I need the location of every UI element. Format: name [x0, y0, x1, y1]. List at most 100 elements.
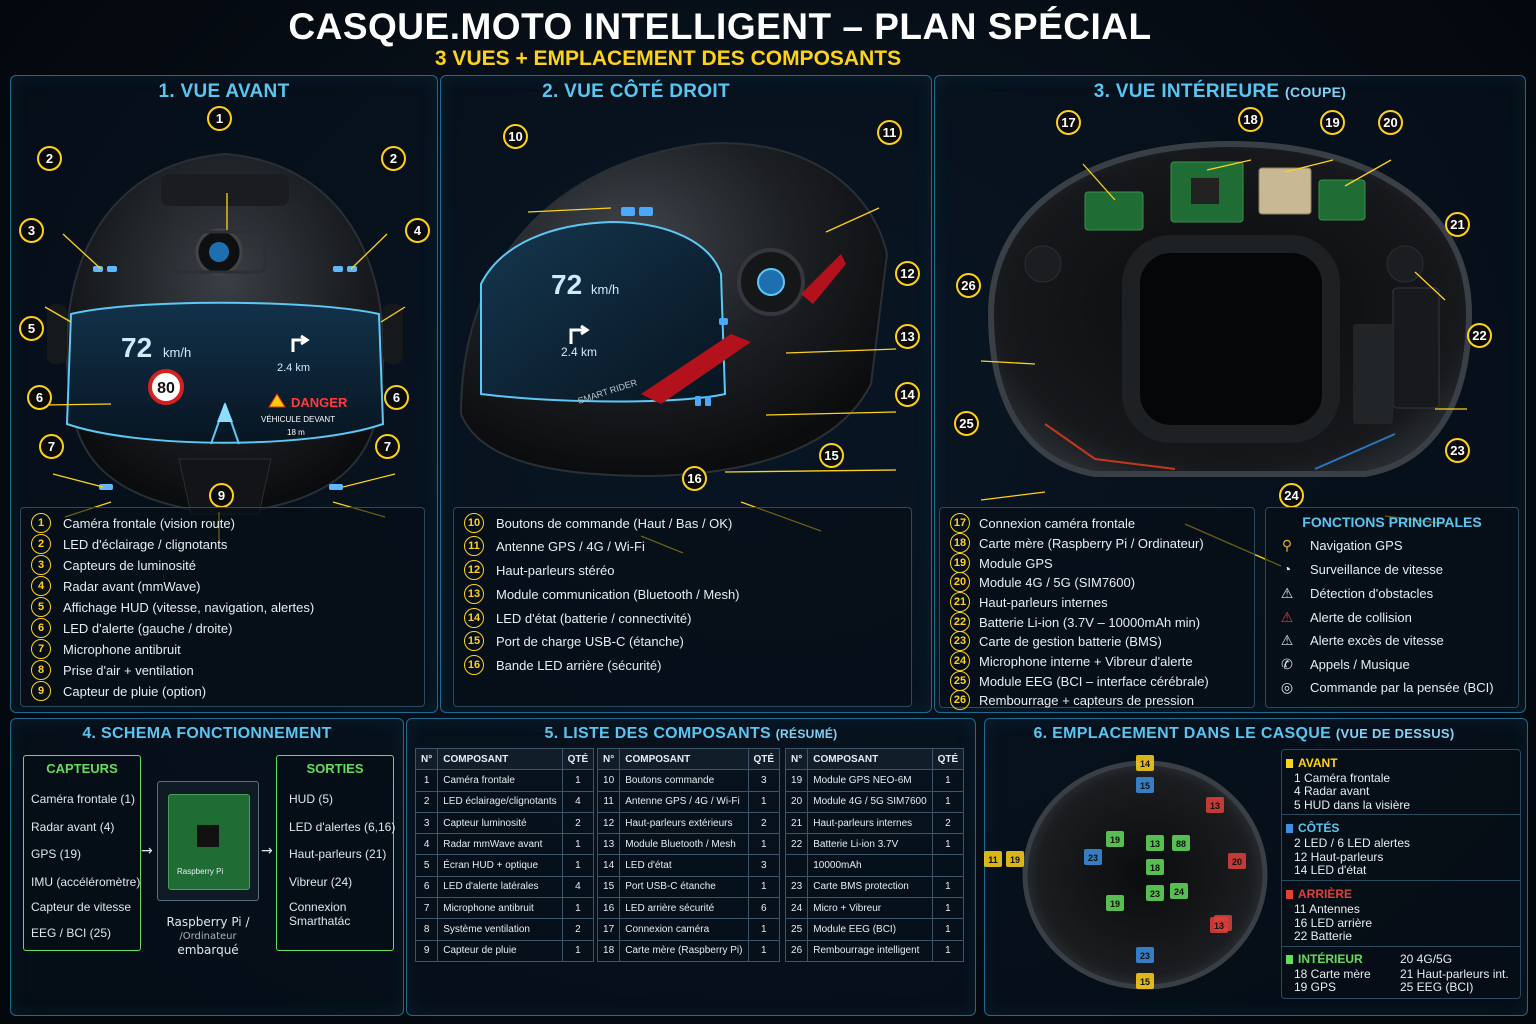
- front-callout-7-left: 7: [39, 434, 64, 459]
- table-cell: 1: [931, 918, 965, 941]
- table-header: N°: [414, 747, 439, 771]
- side-callout-14: 14: [895, 382, 920, 407]
- front-hud-warning-line1: VÉHICULE DEVANT: [261, 415, 335, 424]
- placement-legend: AVANT 1 Caméra frontale 4 Radar avant 5 …: [1281, 749, 1521, 999]
- side-callout-10: 10: [503, 124, 528, 149]
- side-helmet-illustration: 72 km/h 2.4 km SMART RIDER: [459, 142, 897, 554]
- placement-tag-label: 23: [1150, 889, 1160, 899]
- table-cell: 7: [414, 897, 439, 920]
- table-cell: Caméra frontale: [437, 769, 563, 792]
- table-cell: 1: [561, 939, 595, 962]
- table-cell: Système ventilation: [437, 918, 563, 941]
- computer-label-1: Raspberry Pi /: [166, 915, 250, 929]
- table-cell: 26: [784, 939, 809, 962]
- components-table-title: 5. LISTE DES COMPOSANTS (RÉSUMÉ): [544, 725, 838, 742]
- table-cell: 1: [747, 939, 781, 962]
- table-cell: Port USB-C étanche: [619, 875, 749, 899]
- table-cell: 1: [561, 833, 595, 856]
- sensors-box: CAPTEURS Caméra frontale (1) Radar avant…: [23, 755, 141, 951]
- placement-tag-label: 88: [1176, 839, 1186, 849]
- table-cell: 1: [931, 897, 965, 920]
- brain-icon: ◎: [1280, 678, 1294, 695]
- front-hud-unit: km/h: [163, 345, 191, 360]
- table-cell: 11: [596, 790, 621, 813]
- placement-tag-label: 23: [1140, 951, 1150, 961]
- table-header: QTÉ: [561, 747, 595, 771]
- placement-title: 6. EMPLACEMENT DANS LE CASQUE (VUE DE DE…: [1033, 725, 1455, 742]
- table-cell: Batterie Li-ion 3.7V: [807, 833, 933, 856]
- side-hud-distance: 2.4 km: [561, 345, 597, 359]
- side-callout-13: 13: [895, 324, 920, 349]
- table-cell: Microphone antibruit: [437, 897, 563, 920]
- table-cell: 10: [596, 769, 621, 792]
- table-cell: 2: [414, 790, 439, 813]
- interior-view-panel: 3. VUE INTÉRIEURE (COUPE) 17 18 19 20 21…: [934, 75, 1526, 713]
- table-cell: Module EEG (BCI): [807, 918, 933, 941]
- function-item: ✆Appels / Musique: [1278, 655, 1410, 673]
- table-cell: Antenne GPS / 4G / Wi-Fi: [619, 790, 749, 813]
- legend-item: 1 Caméra frontale: [1294, 771, 1391, 785]
- table-cell: 1: [931, 939, 965, 962]
- side-hud-unit: km/h: [591, 282, 619, 297]
- sensors-title: CAPTEURS: [46, 761, 118, 776]
- table-cell: Capteur luminosité: [437, 811, 563, 835]
- function-item: ◎Commande par la pensée (BCI): [1278, 678, 1494, 696]
- interior-helmet-illustration: [980, 140, 1473, 567]
- placement-tag-label: 13: [1150, 839, 1160, 849]
- interior-callout-21: 21: [1445, 212, 1470, 237]
- table-cell: Module 4G / 5G SIM7600: [807, 790, 933, 813]
- interior-callout-25: 25: [954, 411, 979, 436]
- table-cell: 2: [561, 811, 595, 835]
- placement-tag: [1206, 797, 1224, 813]
- legend-item: 21 Haut-parleurs int.: [1400, 967, 1509, 981]
- outputs-title: SORTIES: [306, 761, 364, 776]
- legend-item: 2 LED / 6 LED alertes: [1294, 836, 1411, 850]
- table-cell: Carte mère (Raspberry Pi): [619, 939, 749, 962]
- interior-callout-23: 23: [1445, 438, 1470, 463]
- table-cell: 14: [596, 854, 621, 877]
- table-row: 10000mAh: [784, 854, 965, 877]
- schema-title: 4. SCHEMA FONCTIONNEMENT: [82, 725, 332, 742]
- sensor-item: GPS (19): [31, 847, 82, 861]
- table-header: N°: [596, 747, 621, 771]
- placement-tag-label: 15: [1140, 781, 1150, 791]
- table-cell: 23: [784, 875, 809, 899]
- front-callout-6-right: 6: [384, 385, 409, 410]
- table-cell: 4: [561, 875, 595, 899]
- table-cell: 1: [931, 769, 965, 792]
- table-cell: 1: [747, 833, 781, 856]
- table-cell: LED éclairage/clignotants: [437, 790, 563, 813]
- interior-callout-24: 24: [1279, 483, 1304, 508]
- table-cell: 2: [561, 918, 595, 941]
- legend-item: 5 HUD dans la visière: [1294, 798, 1411, 812]
- functions-panel: FONCTIONS PRINCIPALES ⚲Navigation GPS ◔S…: [1265, 507, 1519, 708]
- output-item: LED d'alertes (6,16): [289, 820, 396, 834]
- table-cell: 9: [414, 939, 439, 962]
- table-cell: 12: [596, 811, 621, 835]
- placement-tag: [1146, 859, 1164, 875]
- front-callout-1: 1: [207, 106, 232, 131]
